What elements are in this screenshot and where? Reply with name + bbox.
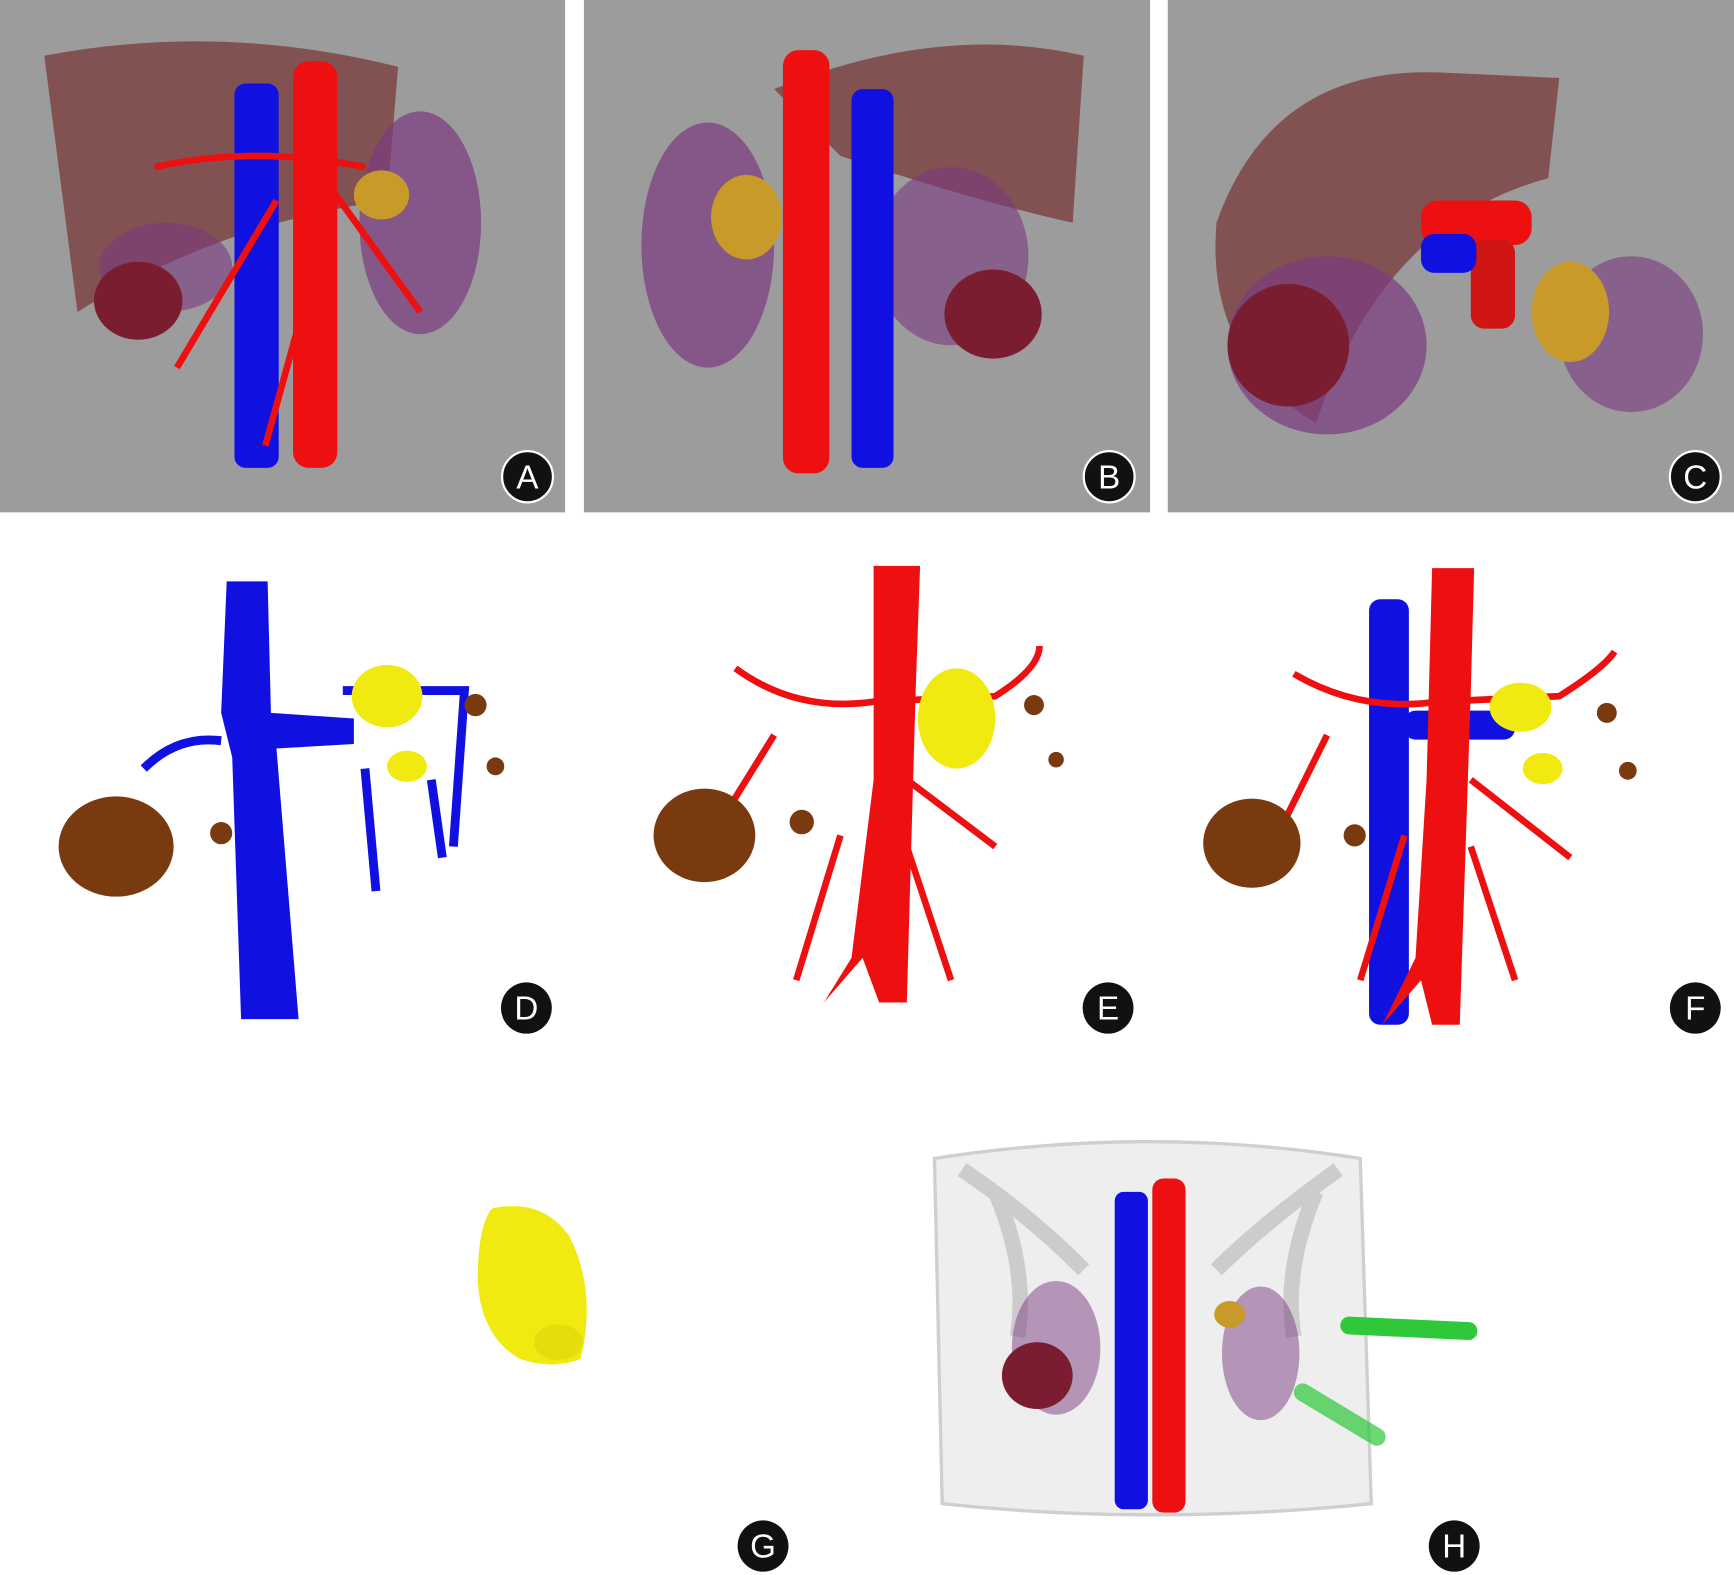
panel-d: D: [58, 581, 552, 1034]
panel-label-h-text: H: [1442, 1529, 1466, 1566]
ivc: [1421, 233, 1477, 273]
tumor-mass: [944, 269, 1042, 359]
nodule: [1024, 695, 1044, 716]
panel-g: G: [477, 1206, 789, 1572]
nodule: [210, 822, 233, 845]
panel-e: E: [653, 565, 1134, 1034]
panel-c: C: [1167, 0, 1734, 513]
panel-h: H: [932, 1140, 1480, 1572]
nodule: [486, 757, 505, 776]
tumor: [351, 664, 423, 728]
adrenal-tumor: [353, 170, 410, 220]
ivc: [221, 581, 354, 1020]
nodule: [1343, 824, 1366, 847]
panel-label-h: [1428, 1520, 1480, 1572]
panel-label-a-text: A: [516, 459, 539, 496]
aorta: [1470, 239, 1516, 329]
arterial-branches: [1279, 649, 1618, 982]
panel-f: F: [1203, 568, 1721, 1034]
kidney: [359, 111, 482, 335]
tumor-mass: [1001, 1342, 1073, 1410]
ivc: [1114, 1191, 1148, 1510]
panel-label-f: [1669, 982, 1721, 1034]
nodule: [1618, 761, 1637, 780]
adrenal-tumor: [1214, 1300, 1246, 1328]
venous-branches: [140, 686, 470, 892]
panel-label-e-text: E: [1097, 991, 1119, 1028]
ablation-needle: [1340, 1316, 1478, 1340]
tumor: [387, 750, 427, 782]
aorta: [1382, 568, 1475, 1025]
mass: [58, 796, 174, 897]
panel-label-c-text: C: [1683, 459, 1707, 496]
panel-label-d: [500, 982, 552, 1034]
ivc: [234, 83, 279, 468]
ivc: [851, 89, 894, 468]
nodule: [464, 693, 487, 717]
panel-a: A: [0, 0, 566, 513]
mass: [1203, 798, 1301, 888]
arterial-branches: [716, 645, 1043, 982]
panel-label-f-text: F: [1685, 991, 1705, 1028]
panel-label-c: [1668, 450, 1722, 504]
mass: [653, 788, 756, 883]
adrenal-tumor: [1531, 261, 1610, 363]
panel-label-e: [1082, 982, 1134, 1034]
panel-label-b-text: B: [1098, 459, 1120, 496]
nodule: [1048, 751, 1064, 768]
nodule: [789, 809, 814, 835]
adrenal-tumor: [711, 174, 782, 260]
panel-label-d-text: D: [514, 991, 538, 1028]
aorta: [782, 50, 830, 474]
ivc: [1369, 599, 1409, 1025]
tumor: [1489, 682, 1552, 732]
tumor: [1522, 752, 1563, 785]
panel-label-b: [1082, 450, 1136, 504]
panel-label-a: [500, 450, 555, 504]
tumor-mass: [93, 261, 183, 340]
nodule: [1596, 702, 1617, 723]
liver: [774, 44, 1084, 223]
tumor-lobe: [534, 1324, 583, 1361]
tumor: [917, 668, 996, 769]
panel-label-g: [737, 1520, 789, 1572]
ablation-needle: [1293, 1383, 1386, 1446]
panel-b: B: [583, 0, 1151, 513]
panel-label-g-text: G: [750, 1529, 776, 1566]
aorta: [823, 565, 921, 1003]
tumor-mass: [1227, 284, 1350, 407]
ribs: [957, 1163, 1343, 1338]
arterial-branches: [154, 152, 423, 447]
aorta: [1152, 1178, 1186, 1513]
